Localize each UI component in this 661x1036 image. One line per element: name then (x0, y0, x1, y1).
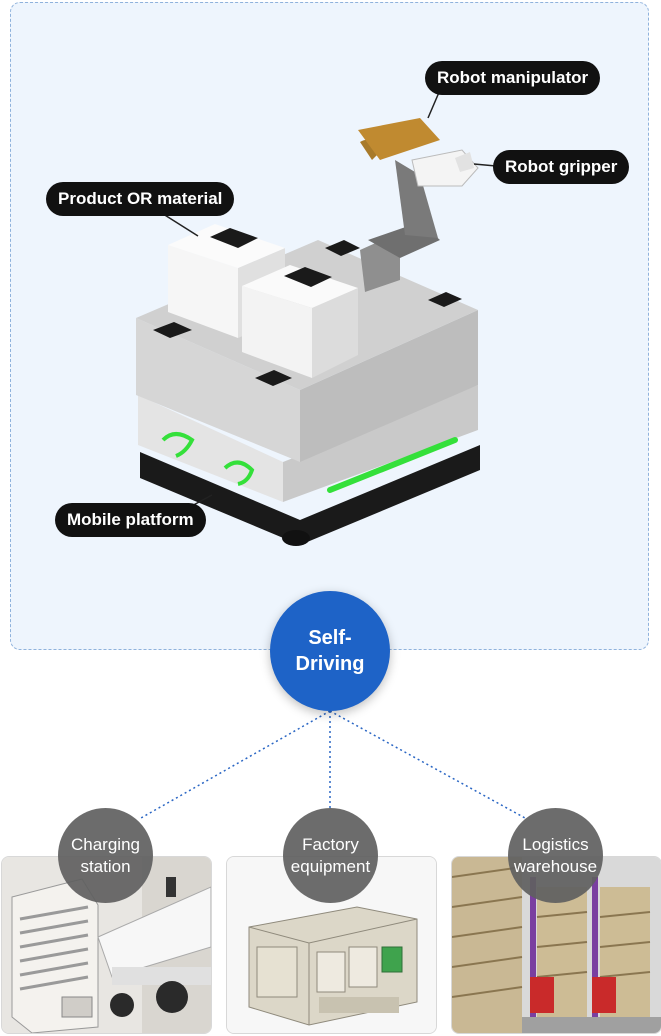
hub-line2: Driving (295, 653, 365, 675)
logistics-line1: Logistics (522, 834, 589, 854)
factory-equipment-bubble: Factory equipment (283, 808, 378, 903)
charging-line1: Charging (71, 834, 140, 854)
factory-line1: Factory (302, 834, 359, 854)
robot-manipulator-label: Robot manipulator (425, 61, 601, 95)
robot-gripper-label: Robot gripper (493, 150, 630, 184)
factory-line2: equipment (290, 856, 371, 876)
self-driving-hub: Self- Driving (270, 591, 390, 711)
product-material-label: Product OR material (46, 182, 235, 216)
logistics-warehouse-bubble: Logistics warehouse (508, 808, 603, 903)
hub-line1: Self- (308, 627, 352, 649)
logistics-line2: warehouse (513, 856, 598, 876)
mobile-platform-label: Mobile platform (55, 503, 206, 537)
charging-line2: station (80, 856, 131, 876)
charging-station-bubble: Charging station (58, 808, 153, 903)
